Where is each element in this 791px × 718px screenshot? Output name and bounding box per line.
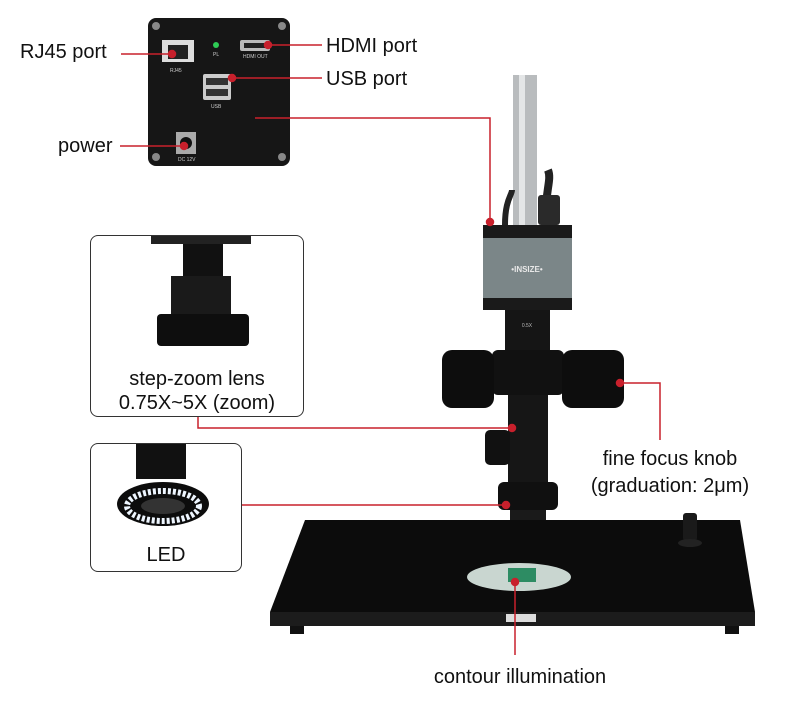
label-usb-port: USB port <box>326 68 408 90</box>
pl-led <box>213 42 219 48</box>
led-ring-photo <box>117 444 209 526</box>
label-rj45-port: RJ45 port <box>20 41 107 63</box>
panel-pl-text: PL <box>213 52 220 58</box>
brand-logo: •INSIZE• <box>511 265 543 274</box>
usb-jack <box>203 74 231 100</box>
fine-focus-knob <box>562 350 624 408</box>
step-zoom-lens-inset: step-zoom lens 0.75X~5X (zoom) <box>90 235 304 417</box>
camera-back-panel <box>148 18 290 166</box>
panel-usb-text: USB <box>211 104 222 110</box>
label-zoom-range: 0.75X~5X (zoom) <box>118 392 276 414</box>
zoom-lens-photo <box>151 236 251 346</box>
panel-rj45-text: RJ45 <box>170 68 182 74</box>
led-inset: LED <box>90 443 242 572</box>
callout-lines <box>120 40 661 655</box>
label-step-zoom-lens: step-zoom lens <box>129 368 265 390</box>
label-hdmi-port: HDMI port <box>326 35 418 57</box>
left-focus-knob <box>442 350 494 408</box>
label-graduation: (graduation: 2μm) <box>590 475 750 497</box>
panel-hdmi-text: HDMI OUT <box>243 54 268 60</box>
panel-dc-text: DC 12V <box>178 157 196 163</box>
label-fine-focus-knob: fine focus knob <box>602 448 738 470</box>
label-contour-illumination: contour illumination <box>433 666 607 688</box>
camera-body <box>483 238 572 298</box>
label-power: power <box>58 135 113 157</box>
svg-text:0.5X: 0.5X <box>522 323 533 329</box>
label-led: LED <box>146 544 186 566</box>
